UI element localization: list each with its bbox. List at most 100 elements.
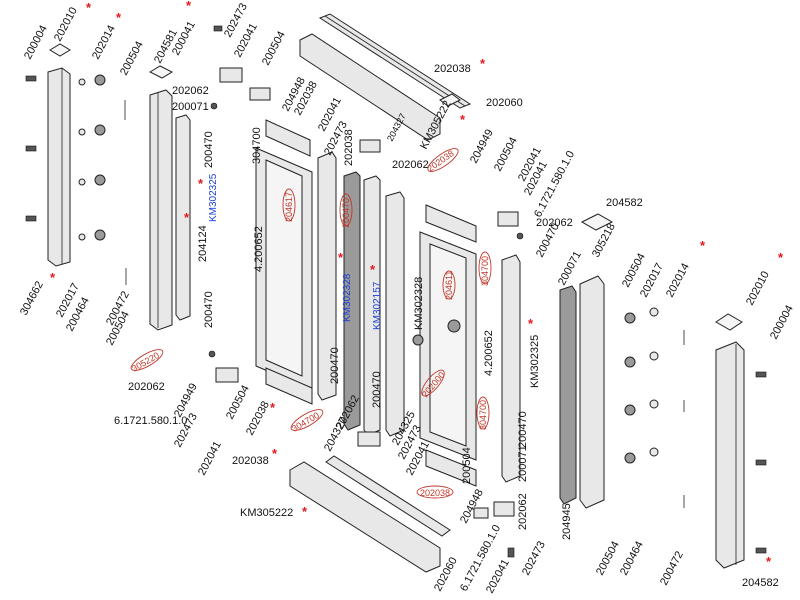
part-label: 200504	[492, 135, 520, 173]
profile-200470-right	[385, 191, 405, 437]
marker-star-icon: *	[460, 112, 466, 127]
plug-icon	[94, 124, 106, 136]
struck-label: 204617	[284, 192, 294, 222]
plug-icon	[624, 452, 636, 464]
part-label: 200470	[371, 371, 383, 408]
profile-KM302325-right	[501, 254, 521, 483]
washer-icon	[78, 233, 86, 241]
part-label: 204945	[561, 503, 573, 540]
bolt-icon	[208, 350, 216, 358]
marker-star-icon: *	[480, 56, 486, 71]
screw-icon	[507, 547, 515, 558]
part-label: 202010	[52, 5, 80, 43]
washer-icon	[649, 307, 659, 317]
part-label: 200504	[224, 383, 252, 421]
part-label: 200004	[22, 23, 50, 61]
part-label: 204949	[468, 127, 496, 165]
marker-star-icon: *	[184, 210, 190, 225]
marker-star-icon: *	[338, 250, 344, 265]
part-label: 6.1721.580.1.0	[114, 415, 187, 427]
part-label: 200470	[329, 347, 341, 384]
part-label: KM302328	[413, 277, 425, 330]
part-label: 200071	[517, 445, 529, 482]
plug-icon	[624, 404, 636, 416]
screw-icon	[25, 145, 37, 152]
part-label: 200004	[768, 303, 796, 341]
part-label: 204327	[322, 415, 350, 453]
marker-star-icon: *	[270, 400, 276, 415]
marker-star-icon: *	[528, 316, 534, 331]
washer-icon	[78, 128, 86, 136]
plate-204582	[580, 213, 614, 231]
part-label: 202038	[343, 129, 355, 166]
part-label: 200470	[517, 411, 529, 448]
screw-icon	[25, 75, 37, 82]
part-label: 204124	[197, 225, 209, 262]
profile-204124	[175, 114, 191, 321]
part-label: 202060	[486, 97, 523, 109]
screw-icon	[755, 459, 767, 466]
bolt-icon	[210, 102, 218, 110]
marker-star-icon: *	[778, 250, 784, 265]
part-label: 200464	[618, 539, 646, 577]
roller-block-icon	[215, 367, 239, 383]
part-label: KM305222	[240, 507, 293, 519]
roller-block-icon	[473, 507, 489, 519]
part-label: 200470	[203, 131, 215, 168]
handle-knob-icon	[447, 319, 461, 333]
marker-star-icon: *	[50, 270, 56, 285]
plug-icon	[94, 74, 106, 86]
part-label: 304700	[251, 127, 263, 164]
wall-profile-right	[715, 341, 745, 569]
part-label: 200504	[260, 29, 288, 67]
part-label: 202038	[232, 455, 269, 467]
crossbar-left-top	[265, 119, 311, 157]
plug-icon	[94, 174, 106, 186]
roller-block-icon	[357, 431, 381, 447]
bottom-rail-202038	[325, 455, 451, 537]
part-label: 202014	[90, 23, 118, 61]
handle-knob-icon	[412, 334, 424, 346]
plug-icon	[624, 312, 636, 324]
part-label: 4.200652	[253, 226, 265, 272]
part-label: 202062	[128, 381, 165, 393]
part-label: 202062	[517, 493, 529, 530]
marker-star-icon: *	[272, 446, 278, 461]
part-label: 200470	[203, 291, 215, 328]
screw-icon	[755, 371, 767, 378]
marker-star-icon: *	[198, 176, 204, 191]
plug-icon	[94, 229, 106, 241]
roller-block-icon	[493, 501, 515, 517]
part-label: 202038	[434, 63, 471, 75]
profile-KM302157-centre	[363, 175, 381, 436]
profile-200470-centre	[317, 151, 337, 401]
screw-icon	[25, 215, 37, 222]
part-label: 202062	[536, 217, 573, 229]
cap-202010	[49, 43, 71, 57]
part-label: 200504	[118, 39, 146, 77]
roller-block-icon	[219, 67, 243, 83]
crossbar-right-top	[425, 204, 477, 243]
roller-block-icon	[497, 211, 519, 227]
part-label: 204582	[606, 197, 643, 209]
highlight-label: KM302328	[342, 273, 353, 322]
door-glass-left	[265, 159, 303, 377]
highlight-label: KM302157	[372, 281, 383, 330]
part-label: 202038	[244, 399, 272, 437]
struck-label: 200470	[341, 198, 351, 228]
washer-icon	[649, 399, 659, 409]
top-track-KM305222	[299, 33, 441, 141]
part-label: 200504	[461, 447, 473, 484]
marker-star-icon: *	[302, 504, 308, 519]
roller-block-icon	[359, 139, 381, 153]
screw-icon	[755, 547, 767, 554]
struck-label: 304700	[480, 256, 490, 286]
marker-layer: * * * * * * * * * * * * * * * * *	[50, 0, 784, 569]
washer-icon	[649, 447, 659, 457]
struck-label: 204611	[444, 271, 454, 300]
clip-204581	[148, 65, 174, 79]
roller-block-icon	[249, 87, 271, 101]
profile-305218	[579, 275, 605, 509]
part-label: 202062	[392, 159, 429, 171]
